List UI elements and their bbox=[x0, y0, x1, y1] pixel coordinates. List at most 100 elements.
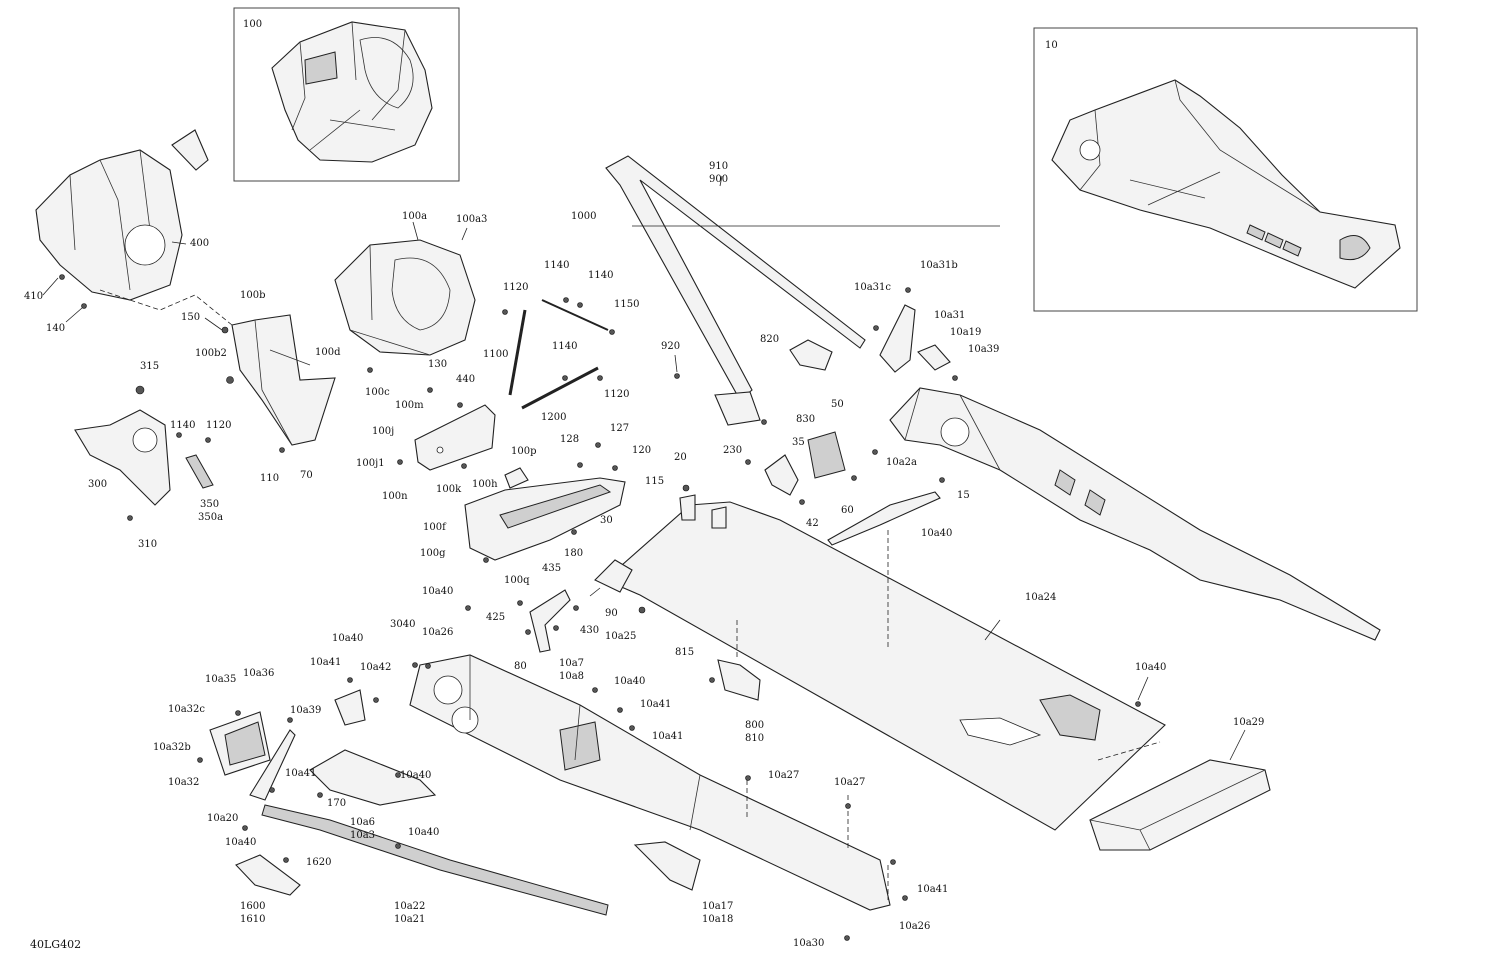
part-350-spacer bbox=[185, 454, 214, 489]
callout-10a36: 10a36 bbox=[243, 668, 274, 679]
callout-10a31: 10a31 bbox=[934, 310, 965, 321]
callout-910: 910 bbox=[709, 161, 728, 172]
part-10a-left-side-rail bbox=[409, 654, 891, 911]
callout-90: 90 bbox=[605, 608, 618, 619]
callout-310: 310 bbox=[138, 539, 157, 550]
part-1100-1200-rods bbox=[508, 299, 609, 410]
callout-10a22: 10a22 bbox=[394, 901, 425, 912]
part-400-frame-front bbox=[35, 129, 209, 301]
callout-350a: 350a bbox=[198, 512, 223, 523]
callout-10a24: 10a24 bbox=[1025, 592, 1056, 603]
callout-110: 110 bbox=[260, 473, 279, 484]
callout-100b2: 100b2 bbox=[195, 348, 227, 359]
callout-10a42: 10a42 bbox=[360, 662, 391, 673]
callout-10a41-a: 10a41 bbox=[310, 657, 341, 668]
callout-1140-a: 1140 bbox=[170, 420, 195, 431]
callout-10a39-b: 10a39 bbox=[290, 705, 321, 716]
callout-800: 800 bbox=[745, 720, 764, 731]
part-100j-plate bbox=[414, 404, 496, 471]
callout-1150: 1150 bbox=[614, 299, 639, 310]
callout-10a31b: 10a31b bbox=[920, 260, 958, 271]
inset-frame-10: 10 bbox=[1033, 27, 1418, 312]
callout-labels: 400 410 140 150 100b 100b2 100d 100c 100… bbox=[24, 161, 1264, 949]
part-10a40-bar bbox=[827, 491, 941, 546]
callout-1610: 1610 bbox=[240, 914, 265, 925]
callout-100g: 100g bbox=[420, 548, 446, 559]
callout-170: 170 bbox=[327, 798, 346, 809]
part-10a24-tunnel-plate bbox=[594, 494, 1166, 831]
callout-15: 15 bbox=[957, 490, 970, 501]
callout-425: 425 bbox=[486, 612, 505, 623]
callout-10a8: 10a8 bbox=[559, 671, 584, 682]
callout-1000: 1000 bbox=[571, 211, 596, 222]
callout-230: 230 bbox=[723, 445, 742, 456]
callout-10a35: 10a35 bbox=[205, 674, 236, 685]
callout-10a3: 10a3 bbox=[350, 830, 375, 841]
callout-100p: 100p bbox=[511, 446, 537, 457]
callout-100k: 100k bbox=[436, 484, 462, 495]
part-10a17-plate bbox=[633, 841, 701, 891]
callout-10a41-d: 10a41 bbox=[285, 768, 316, 779]
callout-1120-b: 1120 bbox=[503, 282, 528, 293]
part-100f-console bbox=[464, 467, 626, 561]
callout-1200: 1200 bbox=[541, 412, 566, 423]
part-100b-bracket bbox=[231, 314, 336, 446]
callout-100n: 100n bbox=[382, 491, 408, 502]
callout-10a40-b: 10a40 bbox=[422, 586, 453, 597]
callout-350: 350 bbox=[200, 499, 219, 510]
callout-10a32: 10a32 bbox=[168, 777, 199, 788]
callout-10a39-a: 10a39 bbox=[968, 344, 999, 355]
callout-920: 920 bbox=[661, 341, 680, 352]
part-10a22-strip bbox=[261, 804, 609, 916]
callout-10a41-b: 10a41 bbox=[640, 699, 671, 710]
callout-10a19: 10a19 bbox=[950, 327, 981, 338]
callout-1620: 1620 bbox=[306, 857, 331, 868]
callout-10a20: 10a20 bbox=[207, 813, 238, 824]
callout-1140-d: 1140 bbox=[552, 341, 577, 352]
callout-50: 50 bbox=[831, 399, 844, 410]
callout-10a40-c: 10a40 bbox=[332, 633, 363, 644]
callout-10a18: 10a18 bbox=[702, 914, 733, 925]
callout-10a40-h: 10a40 bbox=[1135, 662, 1166, 673]
callout-10a30: 10a30 bbox=[793, 938, 824, 949]
callout-1600: 1600 bbox=[240, 901, 265, 912]
callout-10a31c: 10a31c bbox=[854, 282, 891, 293]
callout-10a26-a: 10a26 bbox=[422, 627, 453, 638]
part-10a32-footrest bbox=[209, 711, 271, 776]
diagram-code: 40LG402 bbox=[30, 938, 81, 951]
callout-10a27-b: 10a27 bbox=[834, 777, 865, 788]
callout-900: 900 bbox=[709, 174, 728, 185]
part-10a7-bracket bbox=[529, 589, 571, 653]
callout-10a7: 10a7 bbox=[559, 658, 584, 669]
part-10a31-bracket bbox=[879, 304, 951, 373]
callout-10a40-e: 10a40 bbox=[400, 770, 431, 781]
callout-10a41-e: 10a41 bbox=[917, 884, 948, 895]
part-1000-strut bbox=[605, 155, 866, 426]
callout-10a26-b: 10a26 bbox=[899, 921, 930, 932]
inset-label-100: 100 bbox=[243, 19, 262, 30]
callout-100c: 100c bbox=[365, 387, 390, 398]
callout-100a3: 100a3 bbox=[456, 214, 487, 225]
callout-100q: 100q bbox=[504, 575, 530, 586]
callout-10a32c: 10a32c bbox=[168, 704, 205, 715]
callout-1120-a: 1120 bbox=[206, 420, 231, 431]
part-300-bracket bbox=[74, 409, 171, 506]
inset-label-10: 10 bbox=[1045, 40, 1058, 51]
callout-1140-c: 1140 bbox=[588, 270, 613, 281]
callout-820: 820 bbox=[760, 334, 779, 345]
callout-80: 80 bbox=[514, 661, 527, 672]
part-820-bracket bbox=[789, 339, 833, 371]
callout-130: 130 bbox=[428, 359, 447, 370]
part-10a29-rear-bumper bbox=[1089, 759, 1271, 851]
inset-frame-100: 100 bbox=[233, 7, 460, 182]
callout-150: 150 bbox=[181, 312, 200, 323]
part-800-bracket bbox=[717, 659, 761, 701]
callout-10a41-c: 10a41 bbox=[652, 731, 683, 742]
callout-830: 830 bbox=[796, 414, 815, 425]
callout-10a40-a: 10a40 bbox=[921, 528, 952, 539]
callout-42: 42 bbox=[806, 518, 819, 529]
callout-100j: 100j bbox=[372, 426, 394, 437]
callout-100h: 100h bbox=[472, 479, 498, 490]
callout-100m: 100m bbox=[395, 400, 424, 411]
